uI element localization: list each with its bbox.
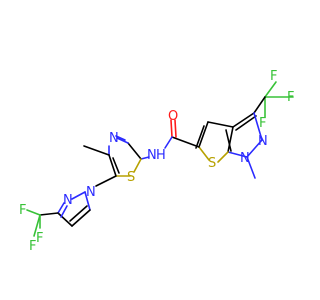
atom-h-amide: H [156, 148, 166, 163]
atom-n-pyrazole2-a: N [258, 134, 268, 149]
molecule-diagram: F F F N N S O N H N S N N F F F [19, 69, 294, 254]
atom-f4: F [19, 203, 26, 218]
atom-f1: F [270, 69, 277, 84]
atom-labels: F F F N N S O N H N S N N F F F [19, 69, 294, 254]
atom-f2: F [287, 90, 294, 105]
atom-s-thiophene: S [208, 156, 216, 171]
atom-f5: F [36, 231, 43, 246]
atom-n-thiazole: N [109, 131, 119, 146]
atom-o-carbonyl: O [168, 109, 178, 124]
atom-f3: F [259, 116, 266, 131]
atom-f6: F [29, 239, 36, 254]
atom-n-pyrazole1-b: N [63, 193, 73, 208]
atom-n-pyrazole2-b: N [240, 151, 250, 166]
bonds [26, 81, 294, 237]
atom-n-amide: N [147, 148, 157, 163]
atom-n-pyrazole1-a: N [86, 185, 96, 200]
atom-s-thiazole: S [127, 170, 135, 185]
